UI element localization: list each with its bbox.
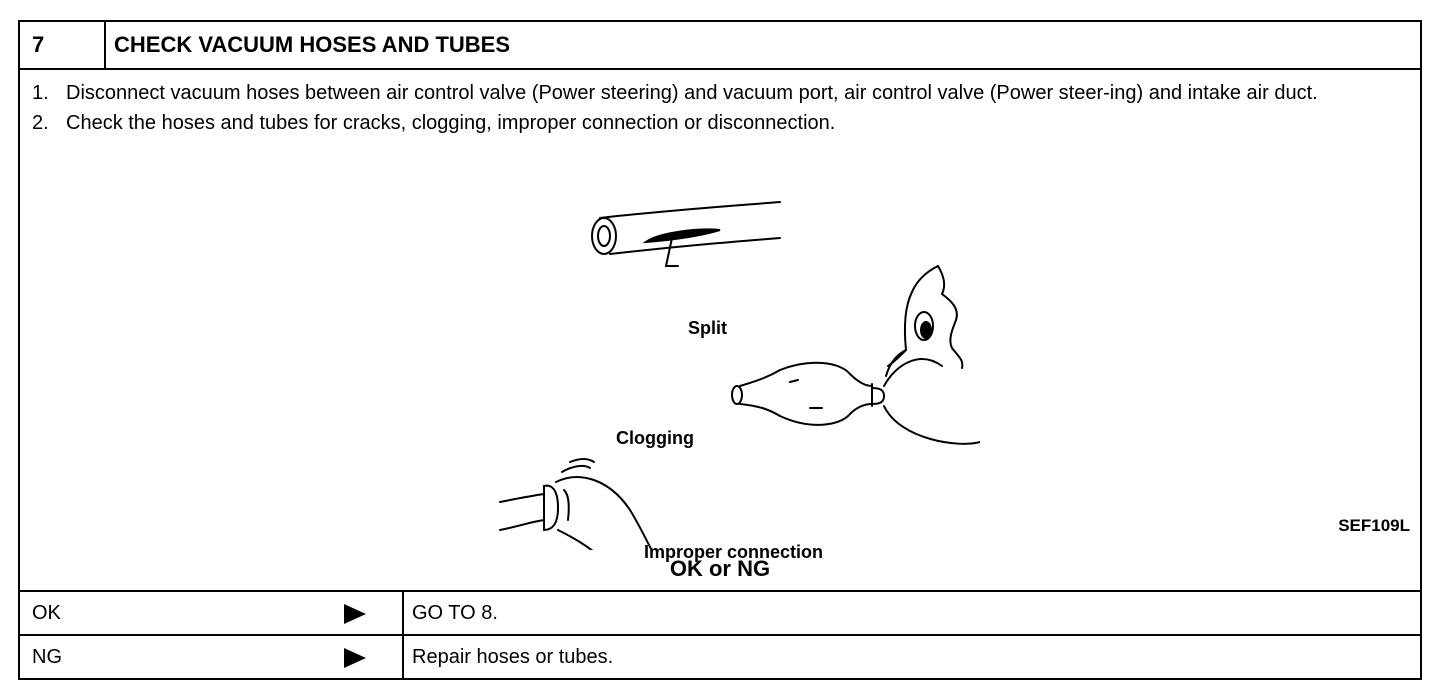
instruction-item: 1. Disconnect vacuum hoses between air c… — [32, 78, 1402, 108]
result-row-ok: OK GO TO 8. — [20, 592, 1420, 636]
step-number: 7 — [20, 22, 106, 68]
instruction-number: 1. — [32, 82, 49, 104]
step-body: 1. Disconnect vacuum hoses between air c… — [20, 70, 1420, 592]
column-divider — [402, 592, 404, 634]
split-hose-drawing — [591, 201, 781, 267]
split-label: Split — [688, 318, 727, 338]
hose-illustration: Split Clogging Improper connection — [460, 190, 981, 567]
figure-code: SEF109L — [1338, 516, 1410, 535]
column-divider — [402, 636, 404, 678]
clogging-hose-drawing — [731, 265, 981, 445]
clogging-label: Clogging — [616, 428, 694, 448]
improper-connection-drawing — [499, 458, 659, 567]
result-label-ng: NG — [32, 646, 62, 668]
instruction-text: Check the hoses and tubes for cracks, cl… — [66, 112, 836, 134]
instruction-text: Disconnect vacuum hoses between air cont… — [66, 82, 1318, 104]
result-row-ng: NG Repair hoses or tubes. — [20, 636, 1420, 678]
step-title: CHECK VACUUM HOSES AND TUBES — [114, 32, 511, 57]
hose-drawing — [499, 201, 981, 567]
result-action-ok: GO TO 8. — [412, 602, 498, 624]
procedure-table: 7 CHECK VACUUM HOSES AND TUBES 1. Discon… — [18, 20, 1422, 680]
result-label-ok: OK — [32, 602, 61, 624]
arrow-right-icon — [344, 648, 366, 668]
result-caption: OK or NG — [669, 556, 771, 581]
instruction-list: 1. Disconnect vacuum hoses between air c… — [32, 78, 1402, 138]
improper-connection-label: Improper connection — [644, 542, 824, 562]
step-header: 7 CHECK VACUUM HOSES AND TUBES — [20, 22, 1420, 70]
instruction-number: 2. — [32, 112, 49, 134]
instruction-item: 2. Check the hoses and tubes for cracks,… — [32, 108, 1402, 138]
result-action-ng: Repair hoses or tubes. — [412, 646, 614, 668]
arrow-right-icon — [344, 604, 366, 624]
